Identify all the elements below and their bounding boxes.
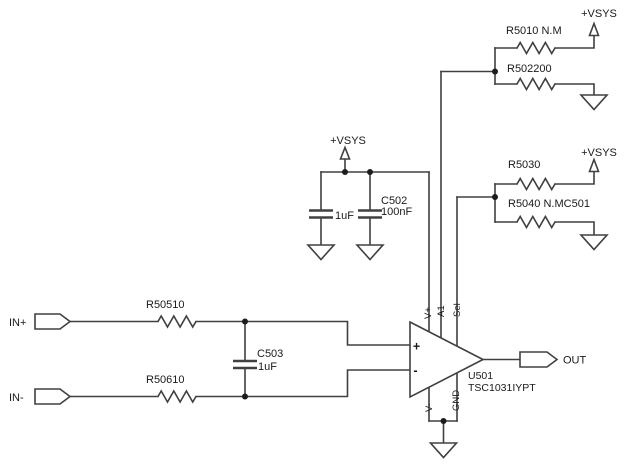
resistor-r504-symbol: [516, 214, 556, 230]
ground-icon: [355, 244, 385, 261]
power-flag-icon: [588, 157, 600, 173]
junction-dot: [367, 169, 373, 175]
c502-value-label: 100nF: [381, 206, 412, 218]
c503-value-label: 1uF: [258, 361, 277, 373]
sel-divider-section: +VSYS R5030 R5040 N.MC501: [456, 147, 617, 251]
junction-dot: [342, 169, 348, 175]
wire-r504-right: [554, 221, 595, 236]
junction-dot: [440, 418, 447, 424]
resistor-r506-symbol: [157, 389, 197, 404]
r502-label: R502200: [507, 63, 552, 75]
pin-label-sel: Sel: [452, 303, 463, 317]
opamp-section: + - V+ A1 Sel V- GND U501 TSC1031IYPT: [409, 70, 536, 459]
power-flag-icon: [339, 145, 351, 160]
resistor-r502-symbol: [516, 76, 556, 92]
pin-label-gnd: GND: [451, 390, 462, 411]
capacitor-c502-symbol: [358, 209, 382, 219]
pin-label-a1: A1: [436, 305, 447, 317]
in-minus-label: IN-: [9, 392, 24, 404]
supply-decoupling-section: +VSYS 1uF C502 100nF: [306, 135, 430, 261]
c503-ref-label: C503: [257, 348, 283, 360]
r506-label: R50610: [146, 374, 185, 386]
port-in-minus: [34, 388, 72, 405]
resistor-r505-symbol: [157, 314, 197, 329]
capacitor-c503-symbol: [233, 359, 257, 370]
r503-label: R5030: [508, 159, 540, 171]
wire-r501-right: [554, 34, 595, 49]
opamp-reference-label: U501: [468, 370, 493, 382]
opamp-input-plus-sign: +: [413, 340, 420, 354]
ground-icon: [579, 94, 609, 111]
input-network-section: IN+ IN- R50510 R50610 C503 1uF: [9, 299, 413, 405]
ground-icon: [306, 244, 336, 261]
junction-dot: [242, 318, 248, 325]
wire-r502-right: [554, 83, 595, 96]
port-in-plus: [34, 313, 72, 330]
port-out: [519, 351, 559, 368]
ground-icon: [428, 442, 459, 459]
r501-label: R5010 N.M: [506, 25, 562, 37]
a1-divider-section: +VSYS R5010 N.M R502200: [440, 8, 617, 111]
wire-inplus-right: [195, 320, 413, 346]
opamp-part-label: TSC1031IYPT: [468, 382, 536, 394]
cbulk-value-label: 1uF: [335, 210, 354, 222]
opamp-input-minus-sign: -: [413, 364, 417, 378]
r505-label: R50510: [146, 299, 185, 311]
c502-ref-label: C502: [381, 195, 407, 207]
junction-dot: [492, 68, 498, 75]
resistor-r503-symbol: [516, 176, 556, 192]
junction-dot: [492, 194, 498, 200]
pin-label-vminus: V-: [424, 403, 435, 412]
resistor-r501-symbol: [516, 40, 556, 56]
vsys-label: +VSYS: [330, 135, 366, 147]
wire-inminus-right: [195, 369, 413, 398]
in-plus-label: IN+: [9, 317, 26, 329]
output-section: OUT: [482, 351, 587, 368]
power-flag-icon: [588, 21, 600, 37]
capacitor-bulk-symbol: [309, 209, 333, 219]
vsys-label: +VSYS: [581, 147, 617, 159]
pin-label-vplus: V+: [423, 307, 434, 319]
junction-dot: [242, 393, 248, 400]
opamp-triangle-symbol: [409, 320, 485, 399]
r504-label: R5040 N.MC501: [508, 198, 590, 210]
ground-icon: [579, 234, 609, 251]
out-label: OUT: [563, 355, 587, 367]
vsys-label: +VSYS: [581, 8, 617, 20]
wire-r503-right: [554, 170, 595, 185]
